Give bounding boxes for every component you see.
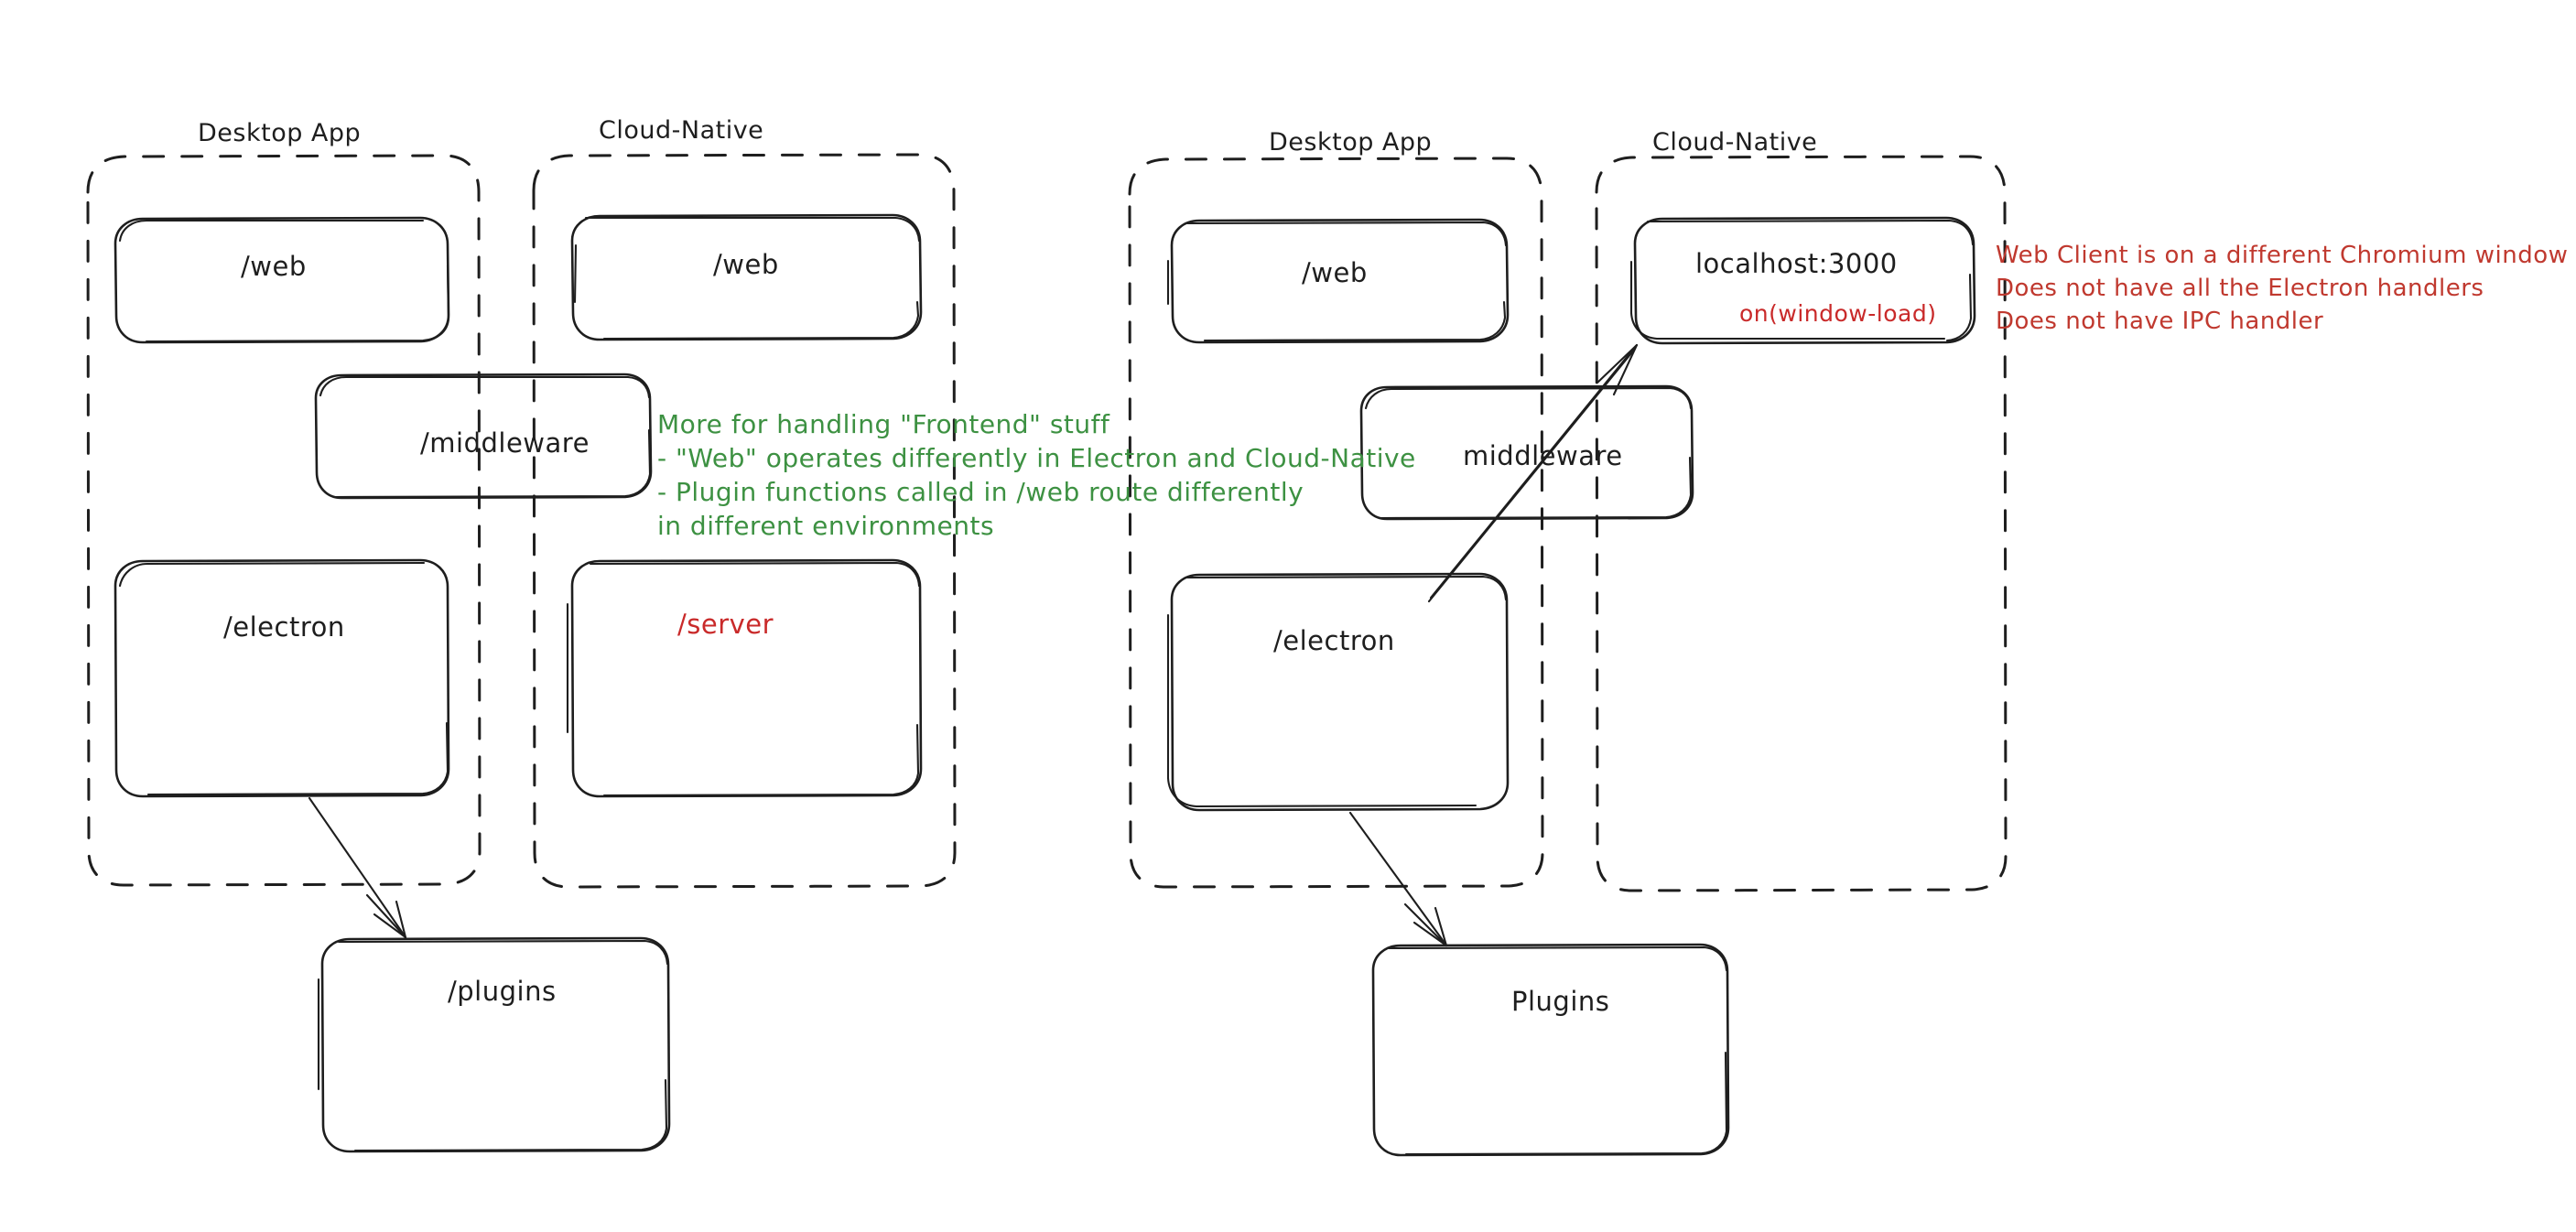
right-box-sublabel-on-window-load: on(window-load) (1739, 300, 1937, 327)
left-box-label-web-desktop: /web (241, 251, 307, 282)
right-box-label-plugins: Plugins (1511, 986, 1610, 1017)
left-box-label-plugins: /plugins (448, 976, 557, 1007)
right-group-label-desktop-app: Desktop App (1269, 128, 1433, 157)
left-plugins-box (317, 936, 671, 1153)
right-middleware-box (1359, 384, 1694, 521)
right-arrow-electron-to-plugins (1348, 811, 1448, 947)
right-desktop-app-container (1128, 157, 1544, 889)
left-server-box (566, 558, 923, 798)
left-cloud-native-container (532, 153, 957, 889)
right-box-label-localhost: localhost:3000 (1695, 248, 1898, 279)
left-electron-box (114, 558, 450, 798)
right-localhost-box (1629, 216, 1976, 345)
right-plugins-box (1371, 943, 1730, 1157)
right-group-label-cloud-native: Cloud-Native (1652, 128, 1818, 157)
right-box-label-web: /web (1302, 257, 1368, 288)
right-box-label-electron: /electron (1273, 625, 1395, 656)
left-box-label-web-cloud: /web (713, 249, 779, 280)
right-arrow-electron-to-localhost (1427, 343, 1639, 603)
left-group-label-cloud-native: Cloud-Native (599, 116, 764, 145)
green-annotation-note: More for handling "Frontend" stuff - "We… (657, 409, 1416, 541)
left-web-cloud-box (570, 213, 923, 341)
right-box-label-middleware: middleware (1463, 440, 1623, 471)
left-middleware-box (314, 373, 653, 500)
left-arrow-electron-to-plugins (308, 796, 407, 939)
red-annotation-note: Web Client is on a different Chromium wi… (1996, 242, 2569, 335)
right-cloud-native-container (1595, 155, 2008, 892)
left-group-label-desktop-app: Desktop App (198, 119, 362, 147)
left-box-label-electron: /electron (223, 611, 345, 643)
left-web-desktop-box (114, 216, 450, 344)
left-box-label-server: /server (677, 609, 774, 640)
right-web-box (1166, 218, 1510, 344)
left-desktop-app-container (86, 154, 482, 887)
left-box-label-middleware: /middleware (420, 427, 590, 459)
right-electron-box (1166, 572, 1510, 812)
